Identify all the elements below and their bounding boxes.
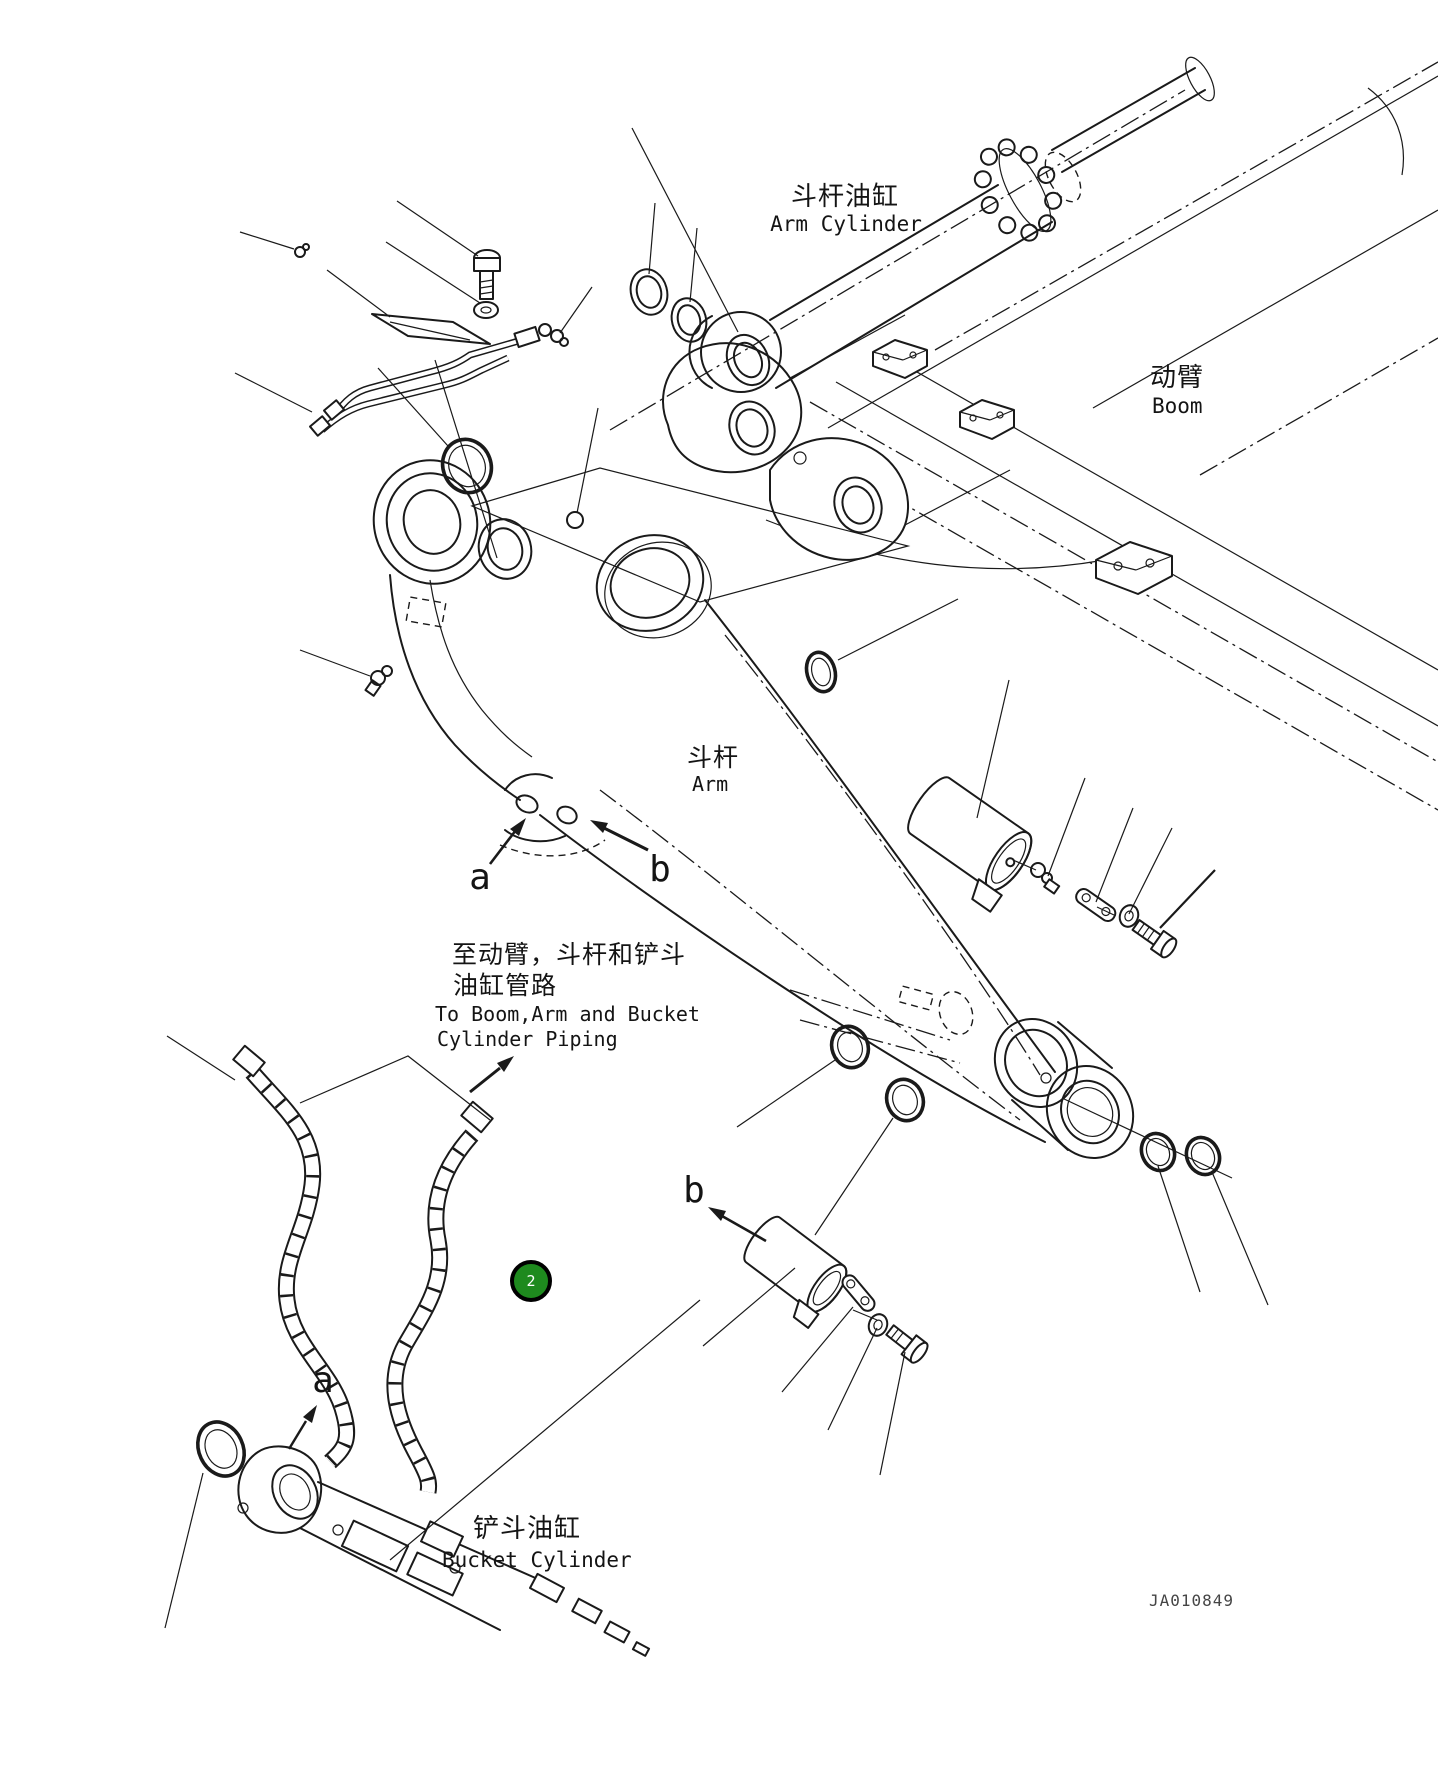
boom-label-en: Boom [1152, 394, 1203, 418]
piping-note-en-line2: Cylinder Piping [437, 1027, 618, 1051]
o-ring-seals [829, 1024, 1222, 1177]
leader-lines [164, 127, 1269, 1629]
drawing-code: JA010849 [1149, 1591, 1235, 1610]
view-callout-a-lower: a [312, 1360, 334, 1402]
view-callout-b-lower: b [683, 1170, 705, 1212]
boom-bracket-3 [1095, 541, 1173, 595]
piping-note-en-line1: To Boom,Arm and Bucket [435, 1002, 700, 1026]
arm-pivot-pin-assembly [907, 776, 1178, 959]
arm-cylinder-label-zh: 斗杆油缸 [790, 182, 900, 212]
piping-note-zh-line2: 油缸管路 [453, 971, 558, 1000]
grease-fitting [550, 329, 569, 347]
arm-cylinder-drawing [609, 56, 1215, 431]
piping-note-zh-line1: 至动臂，斗杆和铲斗 [452, 940, 687, 969]
grease-fitting [364, 665, 393, 697]
arm-cylinder-label-en: Arm Cylinder [770, 212, 922, 236]
bucket-cylinder-elbow [196, 1420, 651, 1657]
bucket-pin-assembly [743, 1215, 929, 1364]
part-number-balloon[interactable]: 2 [510, 1260, 552, 1302]
bolt [473, 249, 501, 300]
arrow-piping-note [469, 1056, 514, 1094]
arrow-b-lower [708, 1207, 767, 1243]
o-ring-seal [804, 650, 838, 694]
arrow-a-upper [488, 818, 526, 865]
boom-bracket-2 [959, 399, 1015, 440]
washer-pair [629, 268, 708, 343]
bucket-cylinder-label-zh: 铲斗油缸 [473, 1514, 582, 1544]
grease-line-assembly-drawing [294, 243, 569, 437]
arrow-a-lower [287, 1405, 317, 1450]
boom-drawing [662, 61, 1438, 811]
callout-arrows [287, 818, 767, 1450]
boom-label-zh: 动臂 [1150, 363, 1205, 393]
arm-drawing [364, 437, 1135, 1159]
view-callout-a-upper: a [469, 857, 491, 899]
arm-label-en: Arm [692, 772, 729, 796]
boom-bracket-1 [872, 339, 928, 379]
bucket-cylinder-label-en: Bucket Cylinder [442, 1548, 632, 1572]
o-ring-seal [196, 1420, 246, 1478]
arm-label-zh: 斗杆 [687, 743, 740, 772]
view-callout-b-upper: b [649, 849, 671, 891]
arrow-b-upper [590, 820, 649, 852]
gland-bolt-ring [973, 138, 1063, 242]
hydraulic-hoses [232, 1044, 494, 1494]
grease-fitting [294, 243, 310, 258]
